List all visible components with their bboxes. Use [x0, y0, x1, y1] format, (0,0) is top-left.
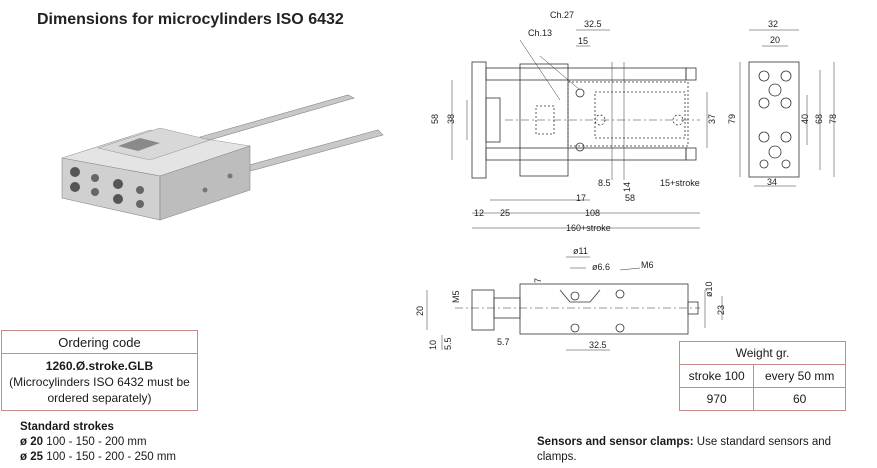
dim-d10: ø10: [704, 281, 714, 297]
sensors-note: Sensors and sensor clamps: Use standard …: [537, 435, 837, 465]
dim-20: 20: [770, 35, 780, 45]
dim-d6-6: ø6.6: [592, 262, 610, 272]
dim-79: 79: [727, 114, 737, 124]
dim-38: 38: [446, 114, 456, 124]
top-view-dimension-lines: [451, 29, 708, 229]
side-view-dimension-lines: [426, 256, 723, 351]
sensors-note-bold: Sensors and sensor clamps:: [537, 436, 694, 448]
stroke-bore-20: ø 20: [20, 436, 44, 448]
weight-col-every50: every 50 mm: [753, 364, 846, 388]
ordering-code-cell: 1260.Ø.stroke.GLB (Microcylinders ISO 64…: [1, 353, 198, 411]
dim-23: 23: [716, 305, 726, 315]
ordering-code-note: (Microcylinders ISO 6432 must be ordered…: [9, 375, 190, 405]
dim-25: 25: [500, 208, 510, 218]
dim-10: 10: [428, 340, 438, 350]
dim-108: 108: [585, 208, 600, 218]
top-view-drawing: [471, 61, 700, 180]
standard-strokes-title: Standard strokes: [20, 421, 114, 433]
dim-20-side: 20: [415, 306, 425, 316]
sensors-note-text: Use standard sensors and clamps.: [537, 436, 832, 463]
dim-12: 12: [474, 208, 484, 218]
dim-58-b: 58: [625, 193, 635, 203]
dim-15: 15: [578, 36, 588, 46]
dim-34: 34: [767, 177, 777, 187]
product-image: [61, 94, 384, 221]
weight-header: Weight gr.: [679, 341, 846, 365]
dim-5-7: 5.7: [497, 337, 510, 347]
end-view-drawing: [748, 61, 800, 178]
stroke-bore-25: ø 25: [20, 451, 44, 463]
weight-col-stroke100: stroke 100: [678, 364, 755, 388]
ordering-code-value: 1260.Ø.stroke.GLB: [45, 359, 154, 373]
end-view-dimension-lines: [739, 29, 835, 187]
dim-7: 7: [533, 278, 543, 283]
ordering-code-table: Ordering code 1260.Ø.stroke.GLB (Microcy…: [1, 330, 198, 411]
dim-37: 37: [707, 114, 717, 124]
dim-32: 32: [768, 19, 778, 29]
dim-78: 78: [828, 114, 838, 124]
dim-40: 40: [800, 114, 810, 124]
dim-17: 17: [576, 193, 586, 203]
stroke-values-20: 100 - 150 - 200 mm: [46, 436, 147, 448]
dim-5-5: 5.5: [443, 337, 453, 350]
dim-8-5: 8.5: [598, 178, 611, 188]
dim-68: 68: [814, 114, 824, 124]
dim-d11: ø11: [573, 246, 588, 256]
dim-32-5: 32.5: [584, 19, 602, 29]
weight-val-stroke100: 970: [678, 387, 755, 411]
weight-val-every50: 60: [753, 387, 846, 411]
dim-m5: M5: [451, 290, 461, 303]
dim-14: 14: [622, 182, 632, 192]
dim-32-5-side: 32.5: [589, 340, 607, 350]
dim-ch27: Ch.27: [550, 10, 574, 20]
page-title: Dimensions for microcylinders ISO 6432: [37, 11, 344, 28]
ordering-code-header: Ordering code: [1, 330, 198, 354]
weight-table: Weight gr. stroke 100 every 50 mm 970 60: [678, 341, 846, 411]
dim-58: 58: [430, 114, 440, 124]
side-view-drawing: [455, 283, 700, 335]
stroke-values-25: 100 - 150 - 200 - 250 mm: [46, 451, 176, 463]
dim-160-stroke: 160+stroke: [566, 223, 611, 233]
dim-m6: M6: [641, 260, 654, 270]
dim-15-stroke: 15+stroke: [660, 178, 700, 188]
standard-strokes: Standard strokes ø 20 100 - 150 - 200 mm…: [20, 420, 176, 465]
dim-ch13: Ch.13: [528, 28, 552, 38]
